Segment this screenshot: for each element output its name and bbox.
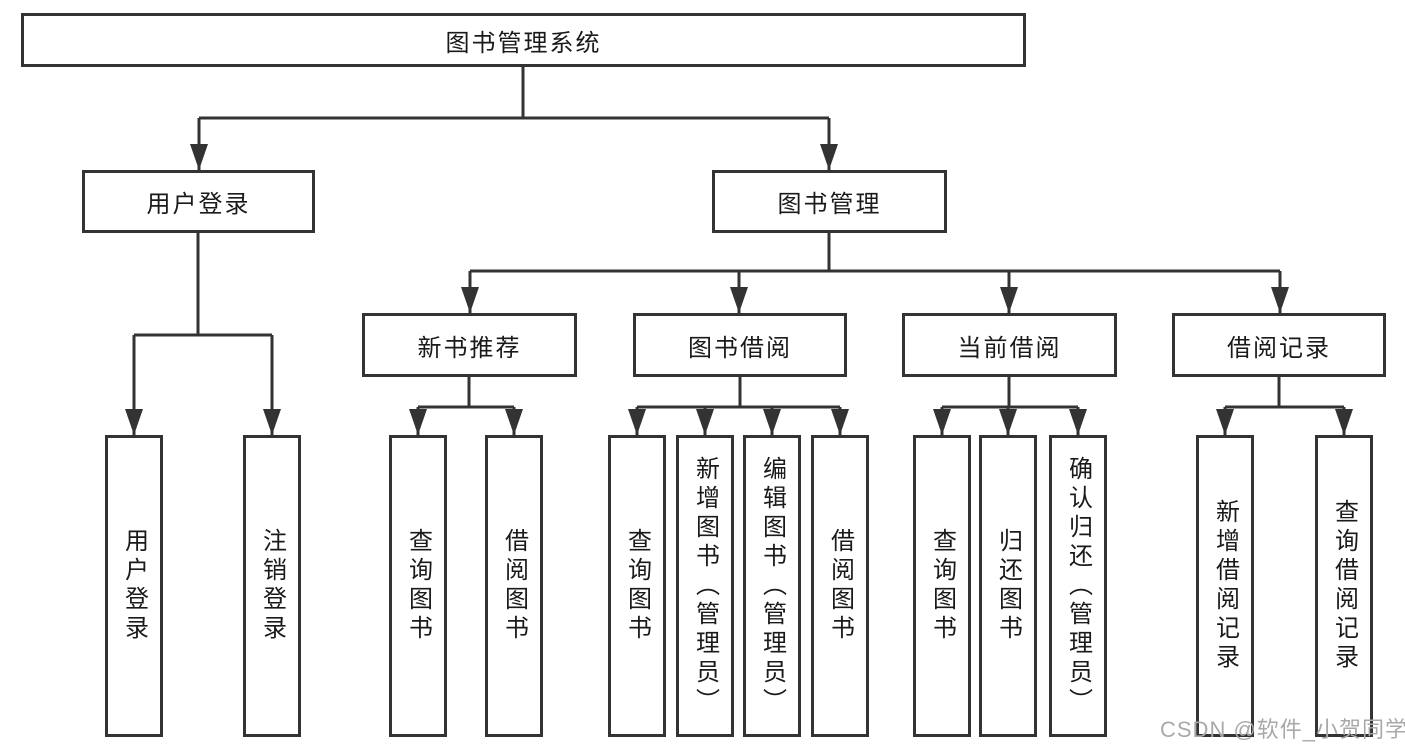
node-leaf-query-books-borrowing: 查询图书 [608, 435, 666, 737]
node-label: 编辑图书（管理员） [758, 455, 786, 717]
node-label: 新增图书（管理员） [691, 455, 719, 717]
node-label: 当前借阅 [957, 334, 1062, 362]
node-label: 借阅图书 [500, 528, 528, 644]
node-leaf-logout: 注销登录 [243, 435, 301, 737]
node-label: 新书推荐 [417, 334, 522, 362]
arrowhead-icons [125, 144, 1353, 435]
node-user-login: 用户登录 [82, 170, 315, 233]
node-label: 借阅图书 [826, 528, 854, 644]
node-label: 注销登录 [258, 528, 286, 644]
node-leaf-query-borrow-record: 查询借阅记录 [1315, 435, 1373, 737]
node-leaf-borrow-books: 借阅图书 [811, 435, 869, 737]
node-root-system: 图书管理系统 [21, 13, 1026, 67]
node-label: 查询图书 [623, 528, 651, 644]
node-leaf-user-login: 用户登录 [105, 435, 163, 737]
node-label: 图书管理 [777, 191, 882, 218]
node-leaf-return-books: 归还图书 [979, 435, 1037, 737]
node-book-borrowing: 图书借阅 [633, 313, 847, 377]
node-leaf-edit-books-admin: 编辑图书（管理员） [743, 435, 801, 737]
node-label: 用户登录 [120, 528, 148, 644]
node-label: 归还图书 [994, 528, 1022, 644]
node-label: 查询图书 [404, 528, 432, 644]
node-borrow-records: 借阅记录 [1172, 313, 1386, 377]
node-leaf-add-borrow-record: 新增借阅记录 [1196, 435, 1254, 737]
node-label: 新增借阅记录 [1211, 499, 1239, 673]
node-label: 图书借阅 [688, 334, 792, 362]
node-current-borrowing: 当前借阅 [902, 313, 1117, 377]
node-leaf-add-books-admin: 新增图书（管理员） [676, 435, 734, 737]
csdn-watermark: CSDN @软件_小贺同学 [1160, 717, 1405, 742]
node-label: 用户登录 [146, 191, 251, 218]
node-label: 确认归还（管理员） [1064, 455, 1092, 717]
node-label: 图书管理系统 [445, 29, 602, 57]
node-leaf-borrow-books-recommend: 借阅图书 [485, 435, 543, 737]
node-leaf-query-books-recommend: 查询图书 [389, 435, 447, 737]
node-label: 借阅记录 [1227, 334, 1331, 362]
node-new-book-recommend: 新书推荐 [362, 313, 577, 377]
node-leaf-confirm-return-admin: 确认归还（管理员） [1049, 435, 1107, 737]
node-leaf-query-books-current: 查询图书 [913, 435, 971, 737]
node-book-management: 图书管理 [712, 170, 947, 233]
node-label: 查询图书 [928, 528, 956, 644]
node-label: 查询借阅记录 [1330, 499, 1358, 673]
